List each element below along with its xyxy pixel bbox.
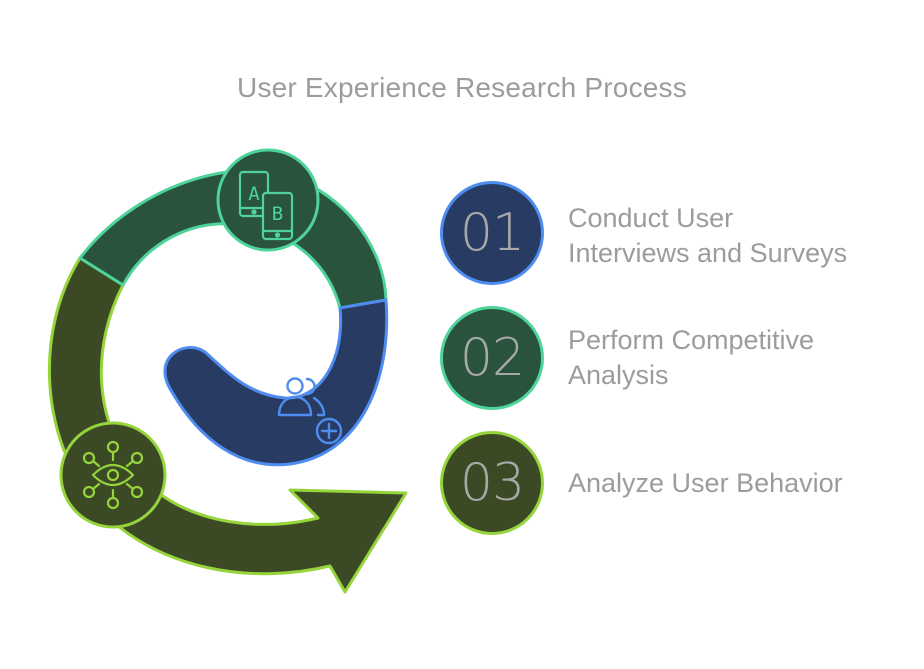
step-01-badge: 01 [440, 181, 544, 285]
step-02-label: Perform Competitive Analysis [568, 323, 814, 393]
ab-icon-letter-b: B [272, 203, 283, 225]
eye-network-icon [82, 440, 144, 510]
ab-icon-letter-a: A [248, 183, 260, 205]
step-03-badge: 03 [440, 431, 544, 535]
segment-user-interviews [163, 298, 389, 467]
add-user-icon [277, 377, 343, 445]
step-03: 03 Analyze User Behavior [440, 431, 910, 541]
step-01-label: Conduct User Interviews and Surveys [568, 201, 847, 271]
icon-circle-analyze [59, 421, 167, 529]
ab-testing-devices-icon [238, 170, 294, 241]
step-01-label-line1: Conduct User [568, 203, 734, 233]
step-03-label: Analyze User Behavior [568, 466, 843, 501]
step-03-label-line1: Analyze User Behavior [568, 468, 843, 498]
step-02-label-line2: Analysis [568, 360, 669, 390]
step-02: 02 Perform Competitive Analysis [440, 306, 910, 416]
step-02-label-line1: Perform Competitive [568, 325, 815, 355]
page-title: User Experience Research Process [237, 72, 687, 103]
step-02-badge: 02 [440, 306, 544, 410]
step-01: 01 Conduct User Interviews and Surveys [440, 181, 910, 291]
step-01-label-line2: Interviews and Surveys [568, 238, 848, 268]
